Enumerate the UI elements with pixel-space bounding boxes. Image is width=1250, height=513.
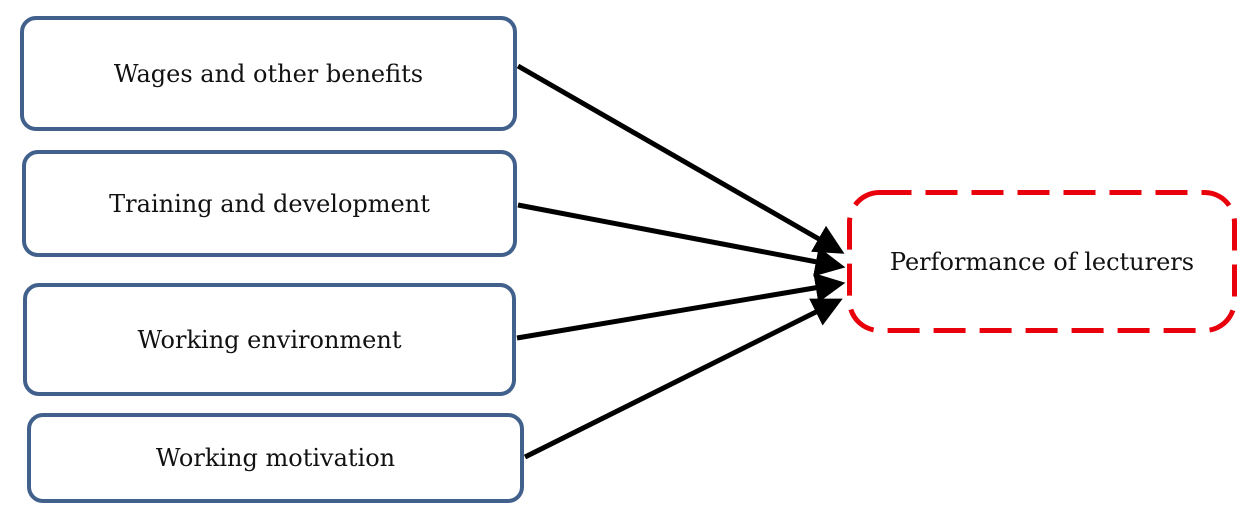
factor-label: Wages and other benefits <box>113 59 424 88</box>
factor-label: Training and development <box>109 189 430 218</box>
factor-box-wages: Wages and other benefits <box>20 16 517 131</box>
arrow-training-to-performance <box>517 202 846 277</box>
outcome-label: Performance of lecturers <box>889 247 1195 276</box>
factor-box-training: Training and development <box>22 150 517 257</box>
factor-label: Working environment <box>137 325 402 354</box>
arrow-wages-to-performance <box>516 63 845 254</box>
factor-box-environment: Working environment <box>23 283 516 396</box>
outcome-dashed-border <box>847 190 1237 333</box>
factor-label: Working motivation <box>155 444 396 472</box>
outcome-box-performance: Performance of lecturers <box>847 190 1237 333</box>
factor-box-motivation: Working motivation <box>27 413 524 503</box>
arrow-environment-to-performance <box>516 272 846 341</box>
arrow-motivation-to-performance <box>523 298 843 460</box>
